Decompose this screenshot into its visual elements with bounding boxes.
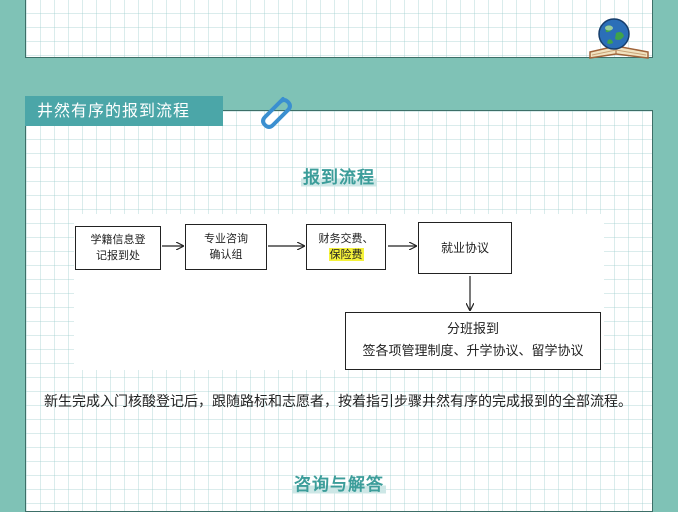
flow-step-consultation-line2: 确认组 <box>209 248 243 261</box>
process-heading: 报到流程 <box>301 168 377 188</box>
flow-step-class-assignment: 分班报到 签各项管理制度、升学协议、留学协议 <box>345 312 601 370</box>
flow-step-registration: 学籍信息登 记报到处 <box>75 226 161 270</box>
flow-step-registration-line2: 记报到处 <box>96 249 140 262</box>
flow-step-payment-line1: 财务交费、 <box>318 232 374 245</box>
flow-step-payment: 财务交费、 保险费 <box>306 224 386 270</box>
previous-content-card <box>25 0 653 58</box>
flow-step-employment: 就业协议 <box>418 222 512 274</box>
process-description: 新生完成入门核酸登记后，跟随路标和志愿者，按着指引步骤井然有序的完成报到的全部流… <box>44 394 632 410</box>
flow-step-registration-line1: 学籍信息登 <box>90 233 146 246</box>
flow-step-consultation: 专业咨询 确认组 <box>185 224 267 270</box>
flow-step-employment-label: 就业协议 <box>440 241 489 255</box>
flow-step-consultation-line1: 专业咨询 <box>204 232 248 245</box>
flow-step-payment-line2: 保险费 <box>328 248 364 261</box>
globe-book-icon <box>589 18 649 59</box>
flow-step-class-line1: 分班报到 <box>446 322 499 337</box>
section-title-tab: 井然有序的报到流程 <box>25 96 223 126</box>
consult-heading: 咨询与解答 <box>292 475 386 495</box>
paperclip-icon <box>261 97 292 129</box>
flow-step-class-line2: 签各项管理制度、升学协议、留学协议 <box>362 344 584 359</box>
